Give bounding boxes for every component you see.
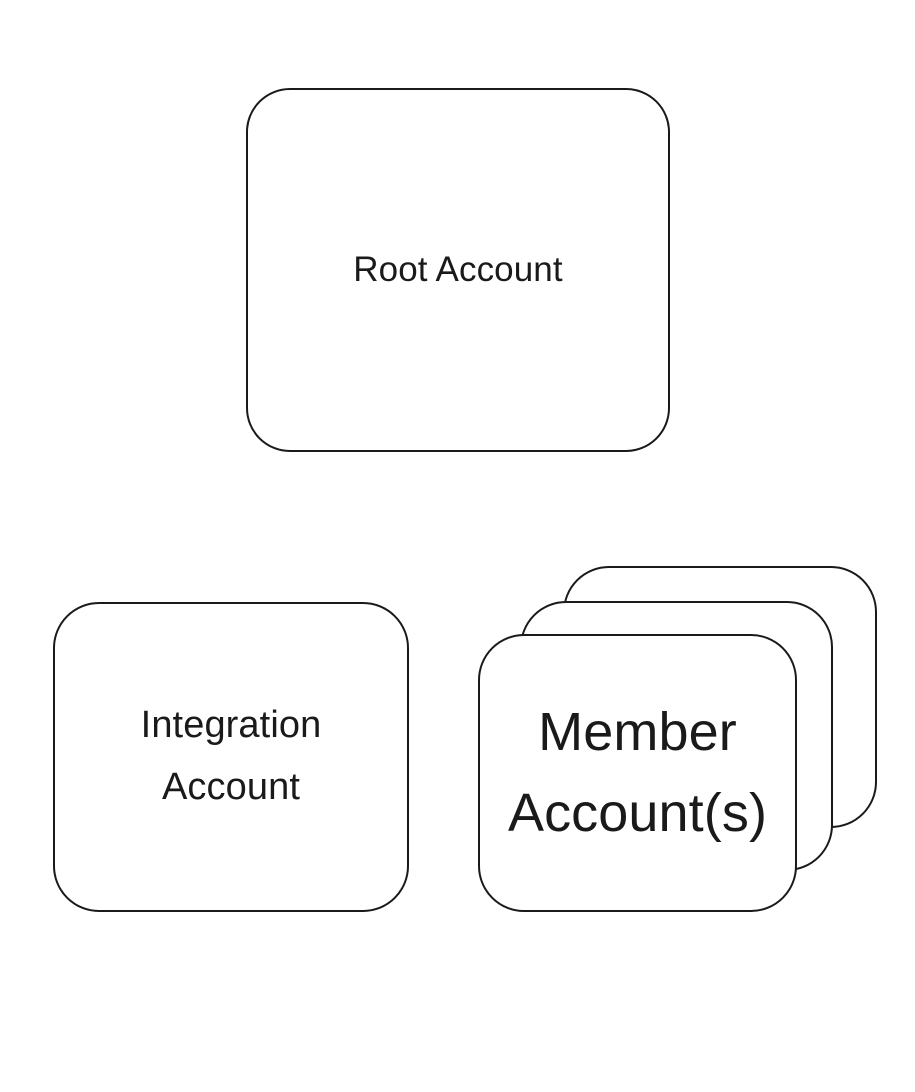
node-integration-account[interactable]: Integration Account: [53, 602, 409, 912]
node-root-account[interactable]: Root Account: [246, 88, 670, 452]
node-member-accounts[interactable]: Member Account(s): [470, 558, 890, 922]
member-account-card-front[interactable]: Member Account(s): [478, 634, 797, 912]
node-member-accounts-label: Member Account(s): [507, 702, 768, 843]
node-integration-account-label: Integration Account: [140, 704, 322, 808]
node-root-account-label: Root Account: [353, 250, 563, 290]
